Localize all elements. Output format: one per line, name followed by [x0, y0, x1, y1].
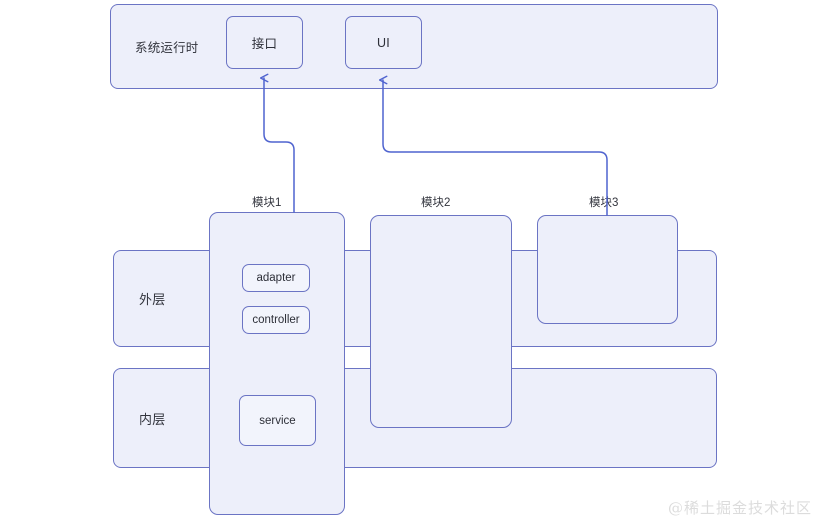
connector-module1-to-interface: [259, 73, 295, 213]
module1-column[interactable]: [209, 212, 345, 515]
inner-layer-label: 内层: [139, 411, 166, 427]
system-runtime-label: 系统运行时: [135, 41, 199, 55]
ui-node-label: UI: [377, 35, 390, 50]
adapter-node[interactable]: adapter: [242, 264, 310, 292]
service-node[interactable]: service: [239, 395, 316, 446]
connector-module3-to-ui: [378, 75, 608, 216]
module2-column[interactable]: [370, 215, 512, 428]
outer-layer-label: 外层: [139, 292, 166, 307]
watermark: @稀土掘金技术社区: [667, 499, 812, 517]
adapter-node-label: adapter: [256, 272, 296, 284]
service-node-label: service: [259, 414, 296, 427]
module3-label: 模块3: [589, 197, 619, 209]
module3-column[interactable]: [537, 215, 678, 324]
module2-label: 模块2: [421, 197, 451, 209]
interface-node[interactable]: 接口: [226, 16, 303, 69]
interface-node-label: 接口: [251, 37, 278, 51]
controller-node-label: controller: [252, 314, 300, 326]
module1-label: 模块1: [252, 197, 282, 209]
controller-node[interactable]: controller: [242, 306, 310, 334]
ui-node[interactable]: UI: [345, 16, 422, 69]
